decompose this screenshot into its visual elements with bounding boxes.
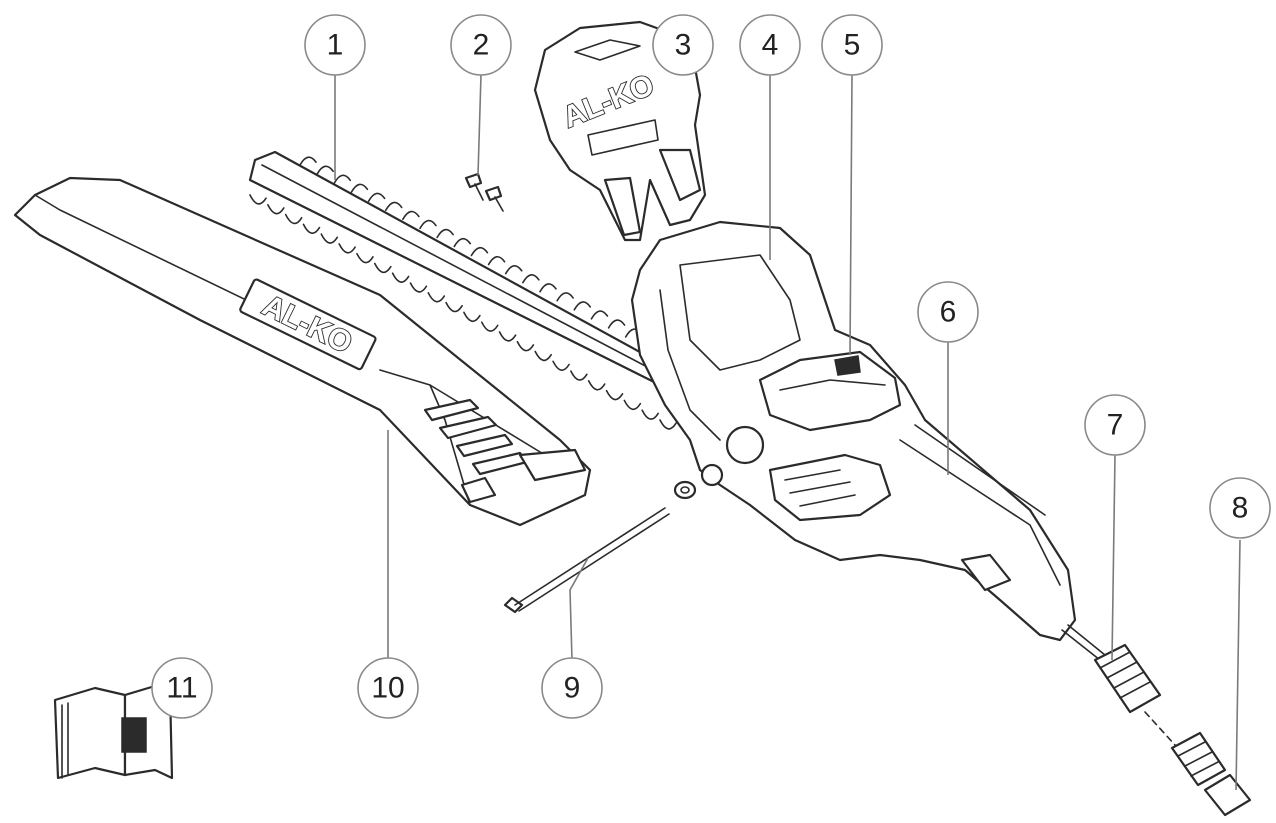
callout-11: 11 [151, 657, 213, 719]
blade-tooth [350, 183, 369, 193]
callout-7: 7 [1084, 394, 1146, 456]
blade-tooth [299, 156, 317, 166]
blade-tooth [409, 282, 428, 293]
callout-5: 5 [821, 14, 883, 76]
blade-tooth [570, 370, 588, 381]
callout-circle [357, 657, 419, 719]
blade-tooth [316, 165, 334, 175]
blade-tooth [427, 292, 446, 303]
callout-circle [304, 14, 366, 76]
callout-number: 10 [371, 672, 404, 705]
blade-tooth [605, 389, 624, 401]
blade-tooth [534, 350, 553, 362]
blade-tooth [249, 194, 267, 205]
blade-tooth [539, 283, 557, 293]
callout-8: 8 [1209, 477, 1271, 539]
callout-group: 1 2 3 4 5 6 7 8 9 10 11 [151, 14, 1271, 719]
guard-vent-slots [423, 398, 529, 476]
cutter-blade [248, 150, 702, 430]
blade-tooth [338, 243, 356, 254]
callout-circle [917, 281, 979, 343]
callout-number: 1 [327, 29, 344, 62]
callout-number: 2 [473, 29, 490, 62]
blade-tooth [504, 265, 523, 275]
safety-key: AL-KO [533, 20, 707, 242]
callout-4: 4 [739, 14, 801, 76]
callout-circle [821, 14, 883, 76]
blade-guard: AL-KO [13, 176, 592, 527]
callout-6: 6 [917, 281, 979, 343]
blade-tooth [267, 203, 285, 215]
blade-tooth [445, 301, 463, 313]
blade-tooth [522, 274, 540, 284]
callout-circle [739, 14, 801, 76]
callout-3: 3 [652, 14, 714, 76]
info-icon: i [129, 716, 139, 756]
blade-tooth [453, 237, 472, 248]
callout-10: 10 [357, 657, 419, 719]
blade-tooth [463, 311, 481, 322]
blade-tooth [487, 256, 506, 266]
blade-tooth [573, 301, 592, 311]
callout-number: 3 [675, 29, 692, 62]
callout-number: 11 [166, 672, 197, 705]
callout-circle [541, 657, 603, 719]
blade-tooth [436, 228, 454, 239]
blade-tooth [607, 319, 626, 329]
callout-number: 8 [1232, 492, 1249, 525]
cable-strain-relief [1061, 624, 1176, 746]
callout-9: 9 [541, 657, 603, 719]
hedge-trimmer-body [630, 220, 1077, 642]
callout-circle [151, 657, 213, 719]
callout-circle [1209, 477, 1271, 539]
blade-tooth [516, 340, 535, 352]
blade-tooth [333, 174, 352, 184]
blade-tooth [384, 201, 403, 212]
blade-tooth [623, 399, 642, 411]
blade-tooth [391, 272, 410, 283]
leader-lines [334, 74, 1241, 791]
blade-tooth [587, 380, 606, 391]
long-screw [503, 480, 697, 614]
blade-tooth [419, 219, 437, 230]
callout-number: 5 [844, 29, 861, 62]
callout-circle [450, 14, 512, 76]
callout-number: 4 [762, 29, 779, 62]
callout-number: 6 [940, 296, 957, 329]
screws [464, 172, 504, 212]
blade-tooth [402, 210, 420, 221]
callout-1: 1 [304, 14, 366, 76]
blade-tooth [590, 310, 609, 320]
blade-tooth [367, 192, 386, 202]
callout-number: 7 [1107, 409, 1124, 442]
blade-tooth [498, 331, 517, 342]
blade-tooth [480, 321, 499, 332]
callout-circle [652, 14, 714, 76]
blade-tooth [556, 292, 574, 302]
blade-tooth [659, 419, 677, 430]
blade-tooth [552, 360, 570, 371]
callout-2: 2 [450, 14, 512, 76]
cable-plug [1170, 731, 1252, 817]
blade-tooth [320, 233, 339, 244]
callout-number: 9 [564, 672, 581, 705]
callout-circle [1084, 394, 1146, 456]
blade-tooth [641, 409, 659, 420]
blade-tooth [356, 252, 374, 264]
blade-tooth [284, 213, 303, 225]
blade-tooth [302, 223, 321, 234]
blade-tooth [373, 262, 392, 274]
blade-tooth [470, 246, 489, 257]
